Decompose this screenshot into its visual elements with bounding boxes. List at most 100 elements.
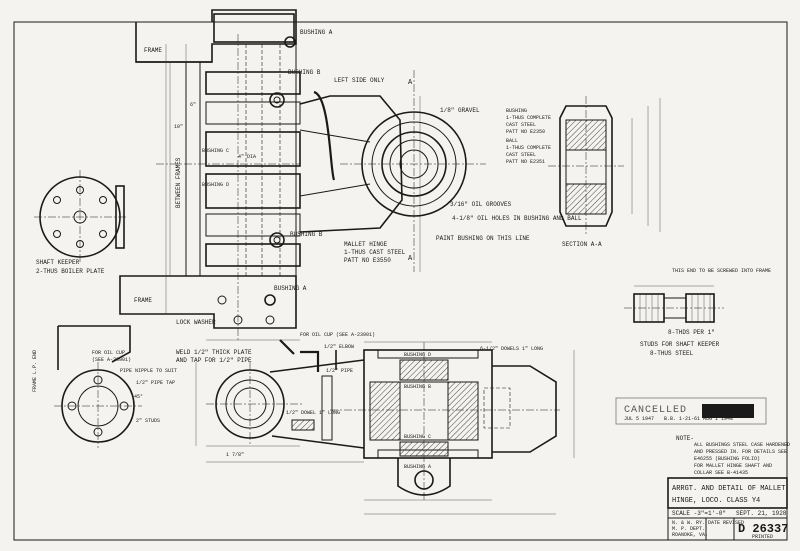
label-studs-small: 2" STUDS bbox=[136, 418, 160, 424]
section-a-a-view bbox=[548, 96, 661, 236]
bushing-a-bottom-circle bbox=[264, 294, 276, 306]
label-studs-1: STUDS FOR SHAFT KEEPER bbox=[640, 341, 720, 348]
oil-pipe bbox=[313, 90, 336, 181]
jaw-arm-4 bbox=[205, 243, 301, 267]
label-bushing-callout-4: PATT NO E2350 bbox=[506, 129, 545, 135]
elevation-view-assembly bbox=[206, 339, 560, 500]
mallet-hinge-arm bbox=[299, 95, 403, 233]
label-dim-10: 10" bbox=[174, 124, 183, 130]
label-shaft-keeper-1: SHAFT KEEPER bbox=[36, 259, 80, 266]
label-pipe-nipple: PIPE NIPPLE TO SUIT bbox=[120, 368, 177, 374]
scale-text: SCALE -3"=1'-0" bbox=[672, 510, 726, 517]
label-bushing-callout-1: BUSHING bbox=[506, 108, 527, 114]
label-studs-note: THIS END TO BE SCREWED INTO FRAME bbox=[672, 268, 771, 274]
label-bushing-d-lower: BUSHING D bbox=[404, 352, 431, 358]
bushing-b-bottom-circle bbox=[269, 232, 285, 248]
jaw-arm-3 bbox=[205, 173, 301, 209]
upper-frame-outline bbox=[135, 9, 297, 63]
label-frame-top: FRAME bbox=[144, 47, 162, 54]
company-line-3: ROANOKE, VA. bbox=[672, 532, 708, 538]
stamp-cancelled-text: CANCELLED bbox=[624, 405, 687, 416]
upper-frame-block bbox=[213, 13, 295, 43]
section-mark-a-bottom: A bbox=[408, 255, 413, 263]
label-gravel: 1/8" GRAVEL bbox=[440, 107, 480, 114]
stamp-dates-text: JUL 5 1947 bbox=[624, 416, 654, 422]
title-line-2: HINGE, LOCO. CLASS Y4 bbox=[672, 497, 760, 505]
label-bushing-a-top: BUSHING A bbox=[300, 29, 333, 36]
label-mallet-hinge-3: PATT NO E3550 bbox=[344, 257, 391, 264]
label-dim-4-dia: 4" DIA bbox=[238, 154, 256, 160]
note-line-4: FOR MALLET HINGE SHAFT AND bbox=[694, 463, 772, 469]
date-revised-header: DATE REVISED bbox=[708, 520, 744, 526]
label-left-side-only: LEFT SIDE ONLY bbox=[334, 77, 385, 84]
note-line-3: E46255 (BUSHING FOLIO) bbox=[694, 456, 760, 462]
label-between-frames: BETWEEN FRAMES bbox=[175, 157, 182, 208]
label-oil-cup: FOR OIL CUP bbox=[92, 350, 125, 356]
stamp-redaction-bar bbox=[702, 404, 754, 418]
label-bushing-d: BUSHING D bbox=[202, 182, 229, 188]
stamp-line2-text: B.B. 1-21-61 AUG 1 1948 bbox=[664, 416, 733, 422]
label-weld-plate-1: WELD 1/2" THICK PLATE bbox=[176, 349, 252, 356]
label-bushing-c-lower: BUSHING C bbox=[404, 434, 431, 440]
date-text: SEPT. 21, 1928 bbox=[736, 510, 787, 517]
note-line-1: ALL BUSHINGS STEEL CASE HARDENED bbox=[694, 442, 790, 448]
label-dim-6: 6" bbox=[190, 102, 196, 108]
label-section-aa: SECTION A-A bbox=[562, 241, 602, 248]
label-shaft-keeper-2: 2-THUS BOILER PLATE bbox=[36, 268, 105, 275]
label-pipe-tap: 1/2" PIPE TAP bbox=[136, 380, 175, 386]
label-bushing-a-bottom: BUSHING A bbox=[274, 285, 307, 292]
label-studs-threads: 8-THDS PER 1" bbox=[668, 329, 715, 336]
bushing-a-top-circle bbox=[284, 36, 296, 48]
note-line-2: AND PRESSED IN. FOR DETAILS SEE bbox=[694, 449, 787, 455]
label-pipe-half: 1/2" PIPE bbox=[326, 368, 353, 374]
label-oil-grooves: 3/16" OIL GROOVES bbox=[450, 201, 512, 208]
note-label: NOTE- bbox=[676, 435, 694, 442]
label-bushing-b-top: BUSHING B bbox=[288, 69, 321, 76]
note-line-5: COLLAR SEE B-41435 bbox=[694, 470, 748, 476]
stud-view bbox=[624, 285, 724, 323]
cancelled-stamp: CANCELLED JUL 5 1947 B.B. 1-21-61 AUG 1 … bbox=[615, 397, 767, 425]
label-angle-45: 45° bbox=[134, 394, 143, 400]
label-mallet-hinge: MALLET HINGE bbox=[344, 241, 388, 248]
label-bushing-c: BUSHING C bbox=[202, 148, 229, 154]
jaw-arm-2 bbox=[205, 131, 301, 167]
label-dowels-long: 6-1/2" DOWELS 1" LONG bbox=[480, 346, 543, 352]
label-ball-callout-2: 1-THUS COMPLETE bbox=[506, 145, 551, 151]
label-frame-bottom: FRAME bbox=[134, 297, 152, 304]
plan-view-assembly bbox=[119, 9, 486, 340]
label-studs-2: 8-THUS STEEL bbox=[650, 350, 694, 357]
dimension-lines bbox=[165, 44, 575, 515]
label-oil-cup-2: (SEE A-23901) bbox=[92, 357, 131, 363]
label-dim-1-78: 1 7/8" bbox=[226, 452, 244, 458]
frame-lp-end-view bbox=[54, 325, 142, 448]
label-bushing-a-lower: BUSHING A bbox=[404, 464, 431, 470]
label-bushing-callout-2: 1-THUS COMPLETE bbox=[506, 115, 551, 121]
label-ball-callout-1: BALL bbox=[506, 138, 518, 144]
label-frame-lp: FRAME L.P. END bbox=[32, 350, 38, 392]
label-weld-plate-2: AND TAP FOR 1/2" PIPE bbox=[176, 357, 252, 364]
label-dowel-short: 1/2" DOWEL 1" LONG bbox=[286, 410, 340, 416]
label-bushing-b-lower: BUSHING B bbox=[404, 384, 431, 390]
title-block: ARRGT. AND DETAIL OF MALLET HINGE, LOCO.… bbox=[667, 477, 788, 541]
company-line-1: N. & W. RY. bbox=[672, 520, 705, 526]
shaft-keeper-view bbox=[34, 170, 128, 264]
label-ball-callout-3: CAST STEEL bbox=[506, 152, 536, 158]
shaft-keeper-edge-view bbox=[115, 185, 125, 249]
bushing-b-top-circle bbox=[269, 92, 285, 108]
company-line-2: M. P. DEPT. bbox=[672, 526, 705, 532]
label-bushing-callout-3: CAST STEEL bbox=[506, 122, 536, 128]
label-oil-holes: 4-1/8" OIL HOLES IN BUSHING AND BALL bbox=[452, 215, 582, 222]
sheet-border bbox=[13, 21, 788, 541]
notes-block: NOTE- ALL BUSHINGS STEEL CASE HARDENED A… bbox=[676, 435, 790, 476]
printed-label: PRINTED bbox=[752, 534, 773, 540]
label-paint-bushing: PAINT BUSHING ON THIS LINE bbox=[436, 235, 530, 242]
label-lock-washer: LOCK WASHER bbox=[176, 319, 216, 326]
section-mark-a-top: A bbox=[408, 79, 413, 87]
dowel-hatch bbox=[291, 419, 315, 431]
title-line-1: ARRGT. AND DETAIL OF MALLET bbox=[672, 485, 785, 493]
label-mallet-hinge-2: 1-THUS CAST STEEL bbox=[344, 249, 406, 256]
label-bushing-b-bottom: BUSHING B bbox=[290, 231, 323, 238]
info-box bbox=[667, 507, 788, 541]
